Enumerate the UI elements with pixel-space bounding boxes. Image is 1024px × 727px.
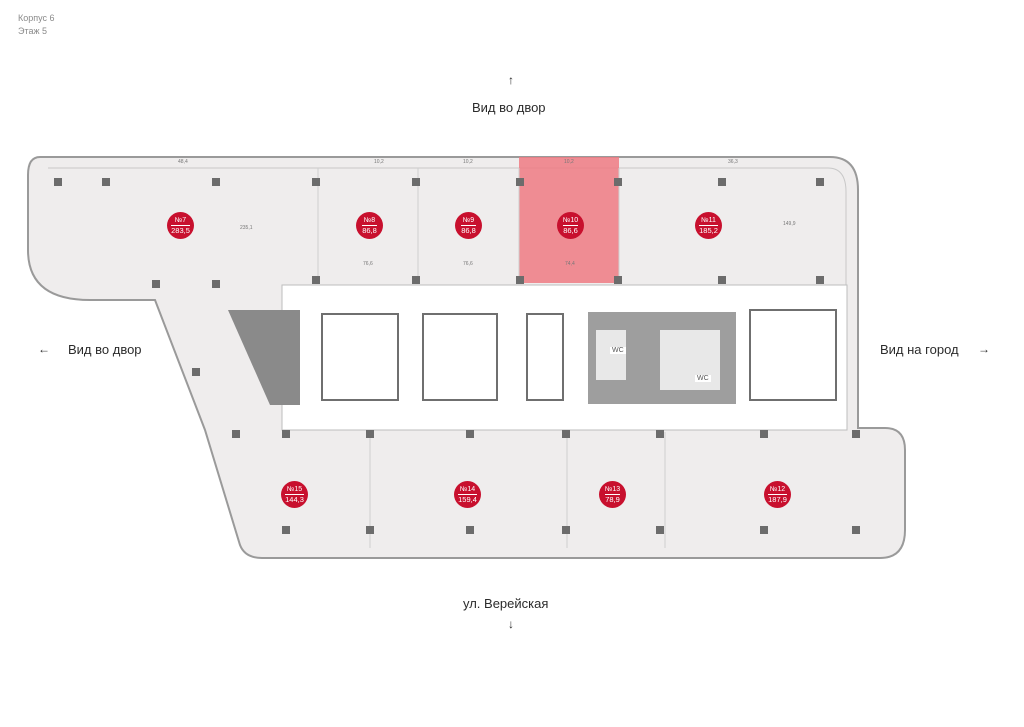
dimension-label: 10,2 [564, 159, 574, 165]
dimension-label: 74,4 [565, 261, 575, 267]
unit-area: 86,6 [563, 224, 578, 235]
unit-badge-11[interactable]: №11 185,2 [695, 212, 722, 239]
unit-area: 185,2 [699, 224, 718, 235]
unit-badge-8[interactable]: №8 86,8 [356, 212, 383, 239]
direction-top-label: Вид во двор [472, 100, 546, 115]
unit-number: №10 [562, 216, 579, 224]
unit-area: 86,8 [362, 224, 377, 235]
unit-area: 78,9 [605, 493, 620, 504]
unit-badge-7[interactable]: №7 283,5 [167, 212, 194, 239]
unit-number: №13 [604, 485, 621, 493]
arrow-up-icon: ↑ [508, 73, 514, 87]
unit-badge-10[interactable]: №10 86,6 [557, 212, 584, 239]
direction-bottom-label: ул. Верейская [463, 596, 549, 611]
wc-label-2: WC [695, 375, 711, 382]
stair-core-left [228, 310, 300, 405]
plan-header: Корпус 6 Этаж 5 [18, 12, 55, 38]
unit-badge-12[interactable]: №12 187,9 [764, 481, 791, 508]
arrow-left-icon: ← [38, 342, 50, 356]
direction-right-label: Вид на город [880, 342, 959, 357]
arrow-down-icon: ↓ [508, 617, 514, 631]
unit-area: 86,8 [461, 224, 476, 235]
unit-number: №14 [459, 485, 476, 493]
dimension-label: 235,1 [240, 225, 253, 231]
unit-number: №9 [462, 216, 475, 224]
dimension-label: 48,4 [178, 159, 188, 165]
unit-area: 159,4 [458, 493, 477, 504]
unit-badge-14[interactable]: №14 159,4 [454, 481, 481, 508]
wc-label-1: WC [610, 347, 626, 354]
arrow-right-icon: → [978, 342, 990, 356]
building-label: Корпус 6 [18, 13, 55, 23]
unit-number: №7 [174, 216, 187, 224]
unit-badge-15[interactable]: №15 144,3 [281, 481, 308, 508]
dimension-label: 76,6 [463, 261, 473, 267]
dimension-label: 10,2 [374, 159, 384, 165]
unit-area: 283,5 [171, 224, 190, 235]
dimension-label: 76,6 [363, 261, 373, 267]
unit-number: №15 [286, 485, 303, 493]
unit-badge-13[interactable]: №13 78,9 [599, 481, 626, 508]
unit-number: №11 [701, 216, 716, 224]
dimension-label: 36,3 [728, 159, 738, 165]
dimension-label: 149,9 [783, 221, 796, 227]
unit-badge-9[interactable]: №9 86,8 [455, 212, 482, 239]
dimension-label: 10,2 [463, 159, 473, 165]
unit-number: №12 [769, 485, 786, 493]
unit-area: 144,3 [285, 493, 304, 504]
inner-outline [48, 167, 847, 428]
direction-left-label: Вид во двор [68, 342, 142, 357]
unit-area: 187,9 [768, 493, 787, 504]
unit-number: №8 [363, 216, 376, 224]
floor-label: Этаж 5 [18, 26, 48, 36]
